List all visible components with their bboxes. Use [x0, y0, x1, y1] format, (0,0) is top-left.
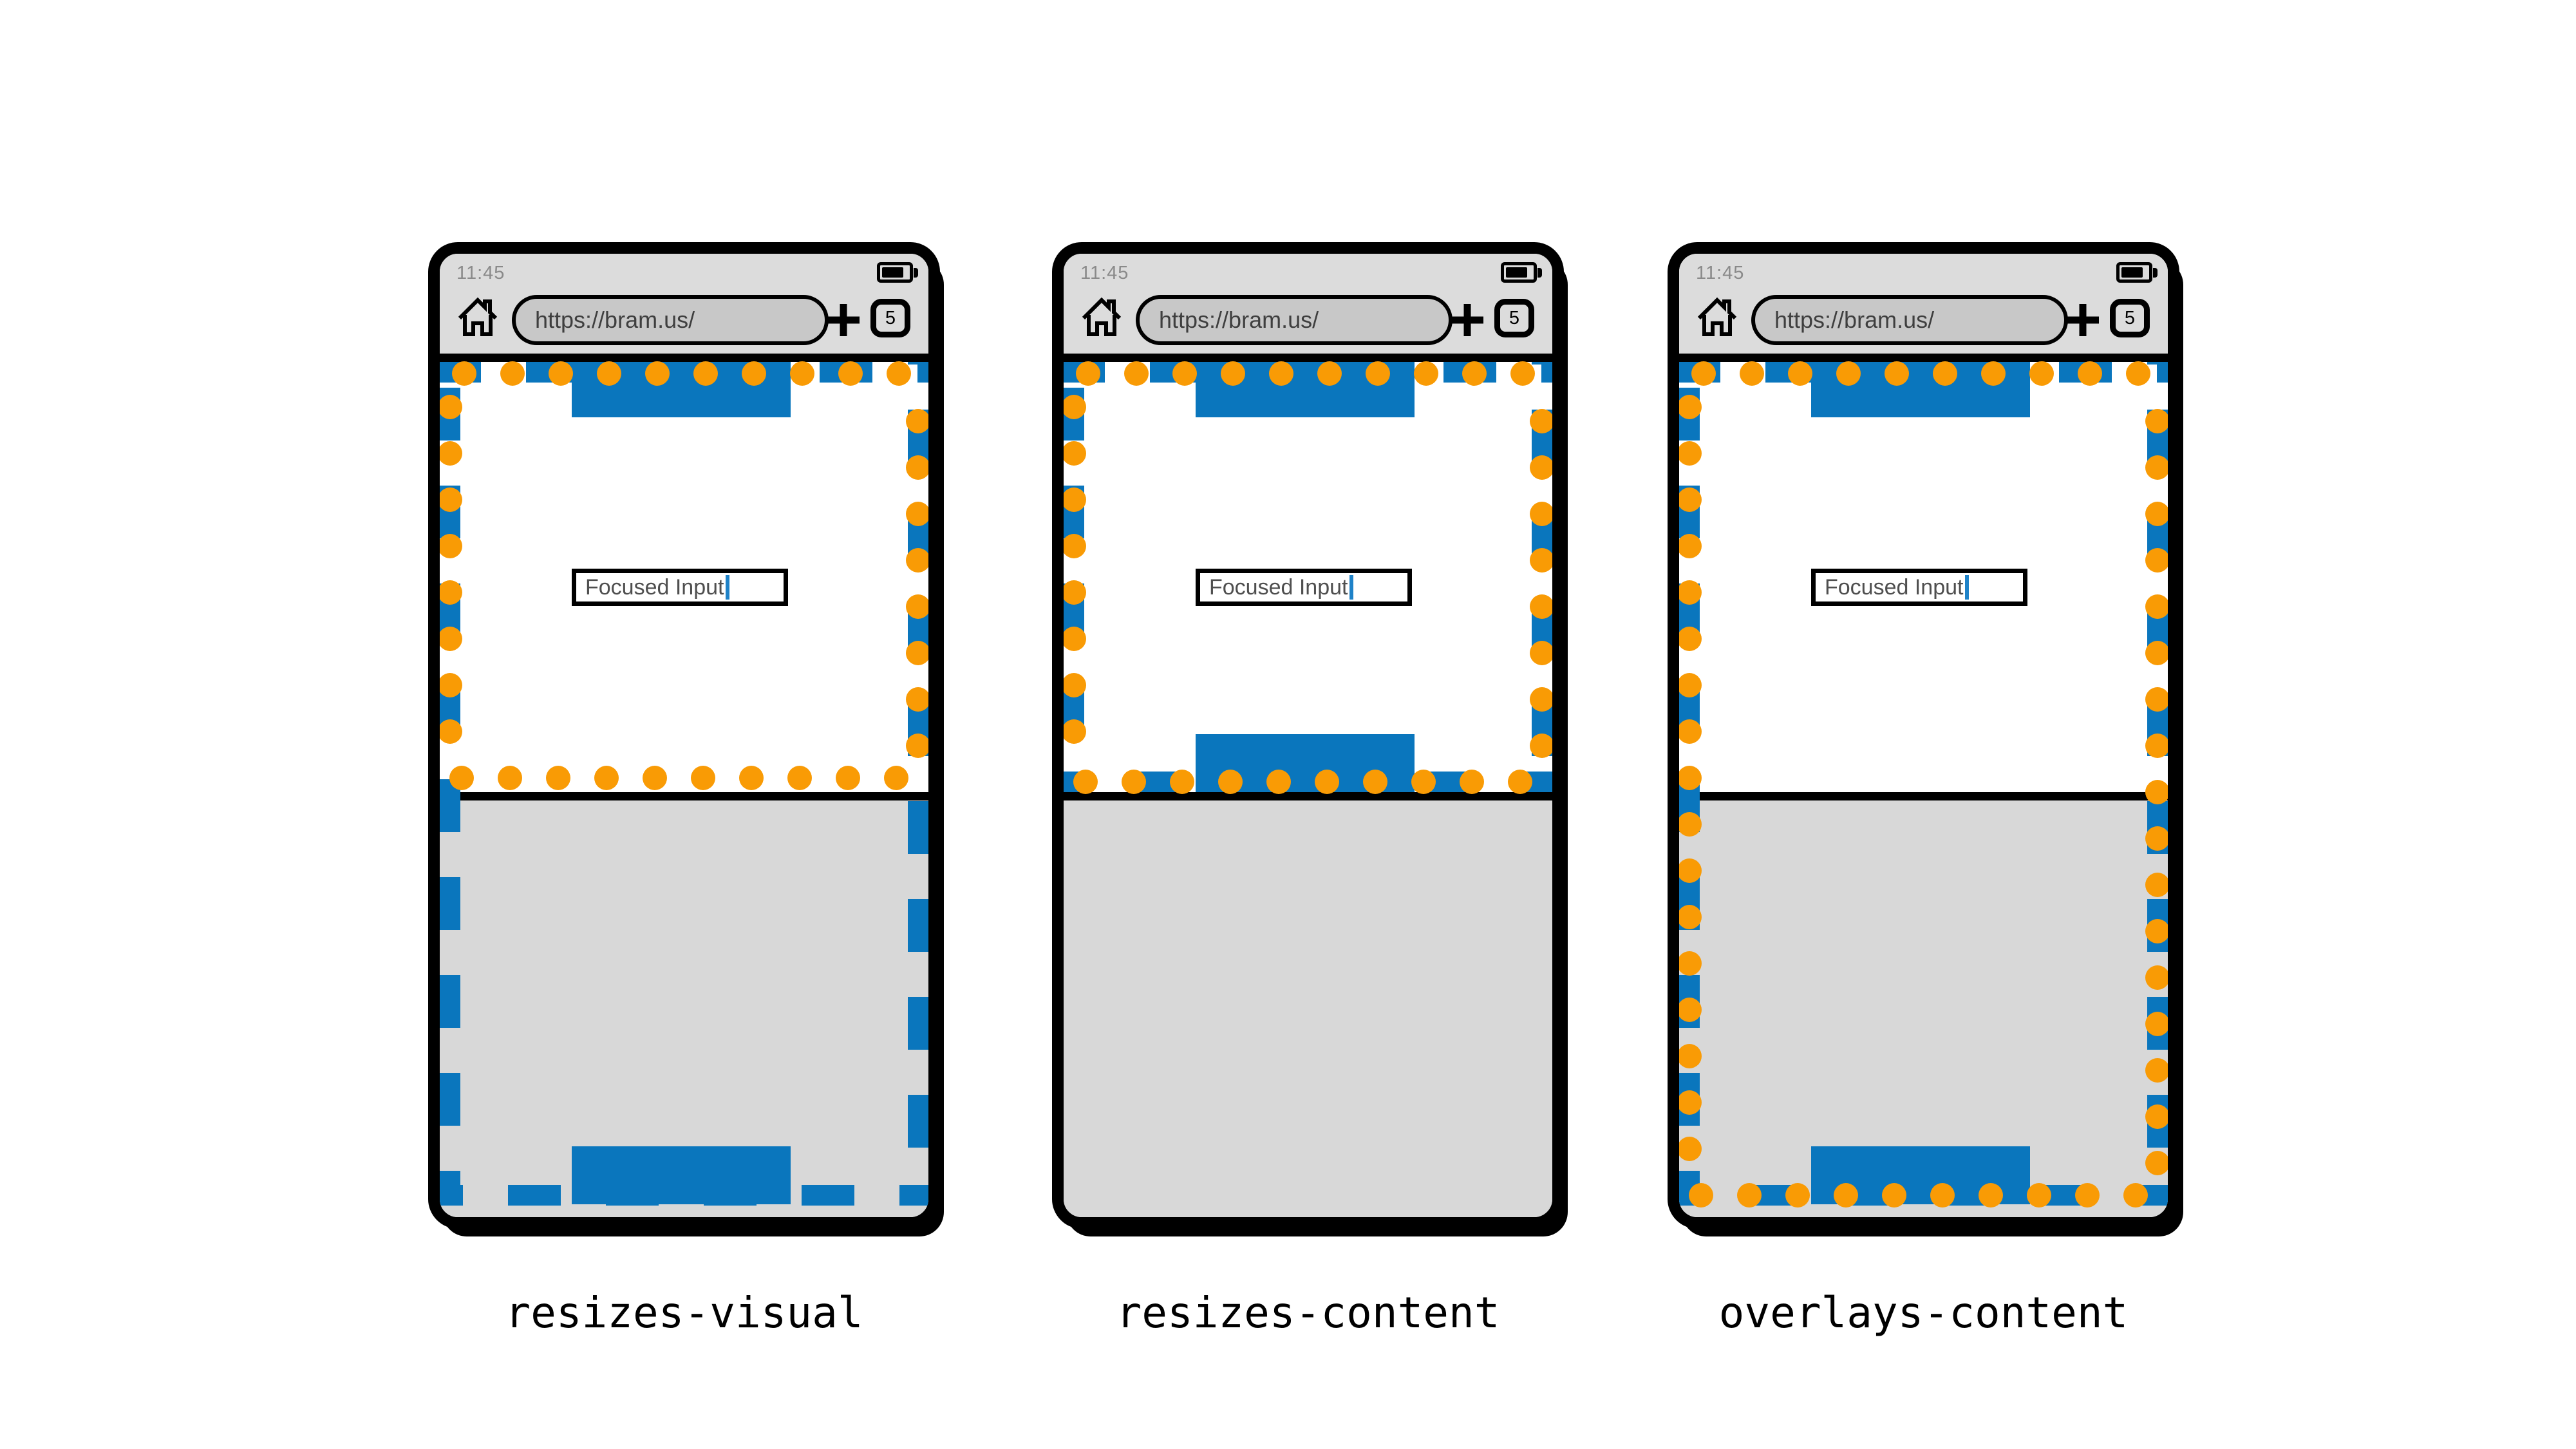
home-icon[interactable] [1080, 295, 1123, 341]
page-footer-block [1811, 1146, 2030, 1204]
page-header-block [1196, 362, 1415, 417]
phone-mockup: 11:45 https://bram.us/ [1668, 242, 2179, 1229]
focused-input[interactable]: Focused Input [1196, 569, 1412, 606]
home-icon[interactable] [456, 295, 499, 341]
url-bar[interactable]: https://bram.us/ [1136, 295, 1453, 345]
virtual-keyboard-area [1064, 800, 1552, 1217]
new-tab-plus-icon[interactable] [826, 303, 861, 341]
page-header-block [572, 362, 791, 417]
browser-chrome: 11:45 https://bram.us/ [1679, 254, 2168, 354]
phone-screen: 11:45 https://bram.us/ [1064, 254, 1552, 1217]
url-text: https://bram.us/ [1774, 307, 1935, 333]
phone-mockup: 11:45 https://bram.us/ [428, 242, 940, 1229]
phone-caption: overlays-content [1718, 1288, 2129, 1338]
page-footer-block [1196, 734, 1415, 792]
browser-chrome: 11:45 https://bram.us/ [1064, 254, 1552, 354]
battery-icon [1501, 262, 1542, 283]
tab-count: 5 [2124, 307, 2136, 328]
keyboard-top-border [1679, 792, 2168, 800]
focused-input[interactable]: Focused Input [572, 569, 788, 606]
url-text: https://bram.us/ [1159, 307, 1319, 333]
phone-mockup: 11:45 https://bram.us/ [1052, 242, 1564, 1229]
phone-caption: resizes-visual [505, 1288, 863, 1338]
phone-screen: 11:45 https://bram.us/ [1679, 254, 2168, 1217]
input-value: Focused Input [1825, 574, 1964, 600]
text-caret [1965, 575, 1970, 600]
tab-counter-button[interactable]: 5 [2110, 299, 2150, 337]
page-footer-block [572, 1146, 791, 1204]
input-value: Focused Input [1209, 574, 1348, 600]
status-time: 11:45 [1696, 263, 1745, 283]
new-tab-plus-icon[interactable] [2065, 303, 2100, 341]
keyboard-top-border [440, 792, 928, 800]
figure-column-resizes-content: 11:45 https://bram.us/ [1052, 242, 1564, 1338]
status-time: 11:45 [1080, 263, 1129, 283]
tab-counter-button[interactable]: 5 [870, 299, 910, 337]
page-top-border [1064, 354, 1552, 362]
page-top-border [1679, 354, 2168, 362]
phone-screen: 11:45 https://bram.us/ [440, 254, 928, 1217]
page-header-block [1811, 362, 2030, 417]
figure-column-resizes-visual: 11:45 https://bram.us/ [428, 242, 940, 1338]
focused-input[interactable]: Focused Input [1811, 569, 2027, 606]
home-icon[interactable] [1696, 295, 1738, 341]
battery-icon [2116, 262, 2158, 283]
url-bar[interactable]: https://bram.us/ [1751, 295, 2068, 345]
browser-chrome: 11:45 https://bram.us/ [440, 254, 928, 354]
page-top-border [440, 354, 928, 362]
tab-count: 5 [1509, 307, 1520, 328]
text-caret [726, 575, 730, 600]
tab-count: 5 [885, 307, 896, 328]
phone-caption: resizes-content [1116, 1288, 1500, 1338]
new-tab-plus-icon[interactable] [1450, 303, 1485, 341]
input-value: Focused Input [585, 574, 724, 600]
status-time: 11:45 [456, 263, 505, 283]
url-bar[interactable]: https://bram.us/ [512, 295, 829, 345]
url-text: https://bram.us/ [535, 307, 695, 333]
tab-counter-button[interactable]: 5 [1494, 299, 1534, 337]
battery-icon [877, 262, 918, 283]
text-caret [1349, 575, 1354, 600]
figure-column-overlays-content: 11:45 https://bram.us/ [1668, 242, 2179, 1338]
keyboard-top-border [1064, 792, 1552, 800]
